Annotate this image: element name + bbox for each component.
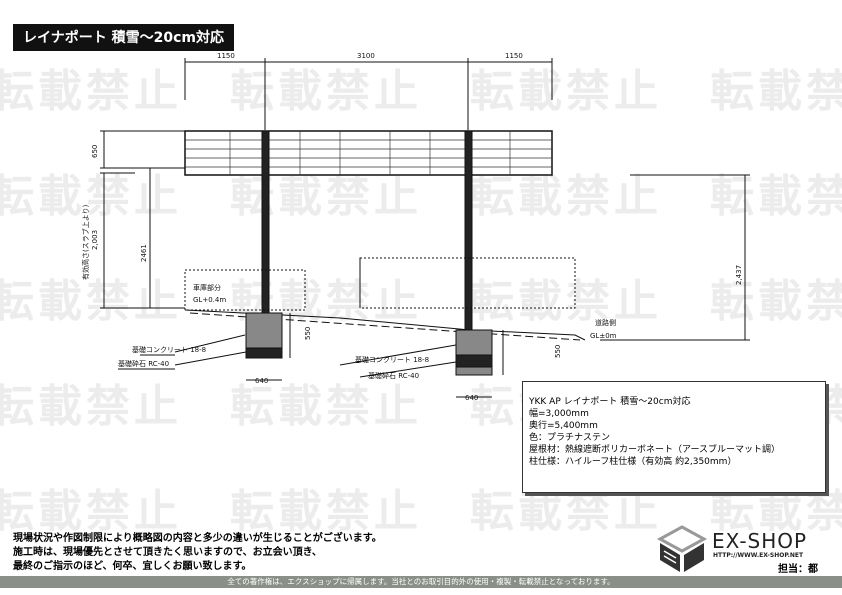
note-line: 現場状況や作図制限により概略図の内容と多少の違いが生じることがございます。	[13, 533, 382, 544]
brand-name: EX-SHOP	[712, 529, 808, 553]
dim-effective: 2,003	[91, 230, 99, 250]
watermark-text: 転載禁止	[710, 66, 842, 117]
dim-right: 1150	[505, 52, 523, 60]
dim-center: 3100	[357, 52, 375, 60]
road-level: GL±0m	[590, 332, 617, 340]
watermark-text: 転載禁止	[0, 486, 182, 537]
box-logo-icon	[656, 525, 708, 572]
gravel-label-left: 基礎砕石 RC-40	[118, 359, 169, 368]
watermark-text: 転載禁止	[0, 171, 182, 222]
dim-width-left: 640	[255, 377, 268, 385]
watermark-text: 転載禁止	[470, 66, 662, 117]
dim-effective-label: 有効高さ(スラブ上より)	[81, 204, 90, 280]
watermark-text: 転載禁止	[0, 276, 182, 327]
watermark-text: 転載禁止	[230, 171, 422, 222]
dim-total: 2,437	[735, 265, 743, 285]
right-foundation	[455, 329, 493, 376]
spec-line: 幅=3,000mm	[529, 409, 589, 419]
carport-roof	[184, 130, 553, 176]
watermark-text: 転載禁止	[0, 381, 182, 432]
garage-level: GL+0.4m	[193, 296, 226, 304]
dim-width-right: 640	[465, 394, 478, 402]
dim-foundation-left: 550	[304, 327, 312, 340]
notes: 現場状況や作図制限により概略図の内容と多少の違いが生じることがございます。 施工…	[13, 532, 382, 574]
watermark-text: 転載禁止	[470, 171, 662, 222]
gravel-label-right: 基礎砕石 RC-40	[368, 371, 419, 380]
spec-line: 奥行=5,400mm	[529, 421, 598, 431]
staff-label: 担当：都	[778, 564, 818, 575]
concrete-label-right: 基礎コンクリート 18-8	[355, 355, 429, 364]
spec-line: 色：プラチナステン	[529, 433, 611, 443]
copyright-footer: 全ての著作権は、エクスショップに帰属します。当社とのお取引目的外の使用・複製・転…	[0, 576, 842, 588]
spec-box: YKK AP レイナポート 積雪～20cm対応 幅=3,000mm 奥行=5,4…	[522, 381, 826, 493]
brand-url: HTTP://WWW.EX-SHOP.NET	[713, 552, 804, 559]
ex-shop-logo: EX-SHOP HTTP://WWW.EX-SHOP.NET 担当：都	[656, 525, 826, 575]
page-title: レイナポート 積雪～20cm対応	[13, 24, 234, 51]
watermark-text: 転載禁止	[710, 276, 842, 327]
watermark-text: 転載禁止	[230, 66, 422, 117]
watermark-text: 転載禁止	[710, 486, 842, 537]
watermark-text: 転載禁止	[230, 486, 422, 537]
dim-left: 1150	[217, 52, 235, 60]
watermark-text: 転載禁止	[0, 66, 182, 117]
note-line: 最終のご指示のほど、何卒、宜しくお願い致します。	[13, 561, 252, 572]
note-line: 施工時は、現場優先とさせて頂きたく思いますので、お立会い頂き、	[13, 547, 322, 558]
road-label: 道路側	[595, 318, 616, 327]
dim-clear: 2461	[140, 244, 148, 262]
watermark-text: 転載禁止	[470, 276, 662, 327]
dim-foundation-right: 550	[554, 345, 562, 358]
spec-line: 柱仕様：ハイルーフ柱仕様（有効高 約2,350mm）	[529, 457, 737, 467]
garage-label: 車庫部分	[193, 283, 221, 292]
dim-roof: 650	[91, 145, 99, 158]
spec-line: YKK AP レイナポート 積雪～20cm対応	[529, 397, 691, 407]
spec-line: 屋根材：熱線遮断ポリカーボネート（アースブルーマット調）	[529, 445, 781, 455]
watermark-text: 転載禁止	[230, 381, 422, 432]
concrete-label-left: 基礎コンクリート 18-8	[132, 345, 206, 354]
watermark-text: 転載禁止	[710, 171, 842, 222]
watermark-text: 転載禁止	[470, 486, 662, 537]
